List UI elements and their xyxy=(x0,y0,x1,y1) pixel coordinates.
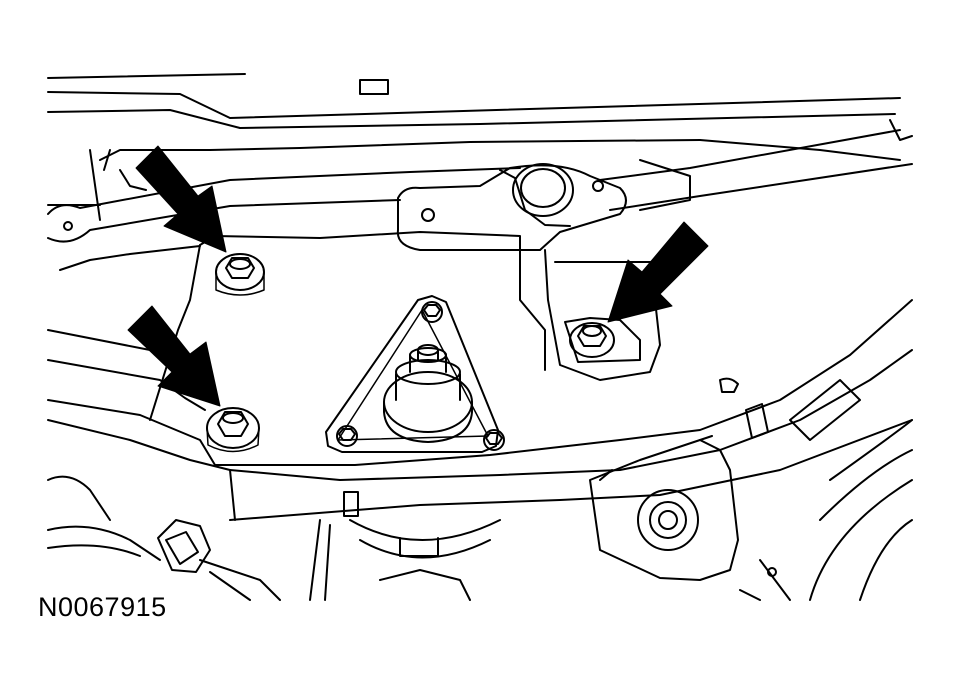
retaining-bolt-lower-left xyxy=(206,407,260,453)
retaining-bolt-right xyxy=(569,322,615,358)
arrow-down-right-icon xyxy=(127,305,221,407)
cowl-panel-lines xyxy=(47,73,913,161)
flange-bolts xyxy=(336,301,505,451)
callout-arrows xyxy=(127,145,709,407)
pivot-bracket xyxy=(396,163,627,251)
arrow-down-right-icon xyxy=(135,145,227,253)
figure-id-label: N0067915 xyxy=(38,592,167,622)
right-side-components xyxy=(719,377,913,601)
retaining-bolt-upper-left xyxy=(215,253,265,296)
motor-lower-housing xyxy=(309,491,501,601)
motor-flange xyxy=(325,295,499,453)
wiper-linkage-arm xyxy=(47,129,913,243)
bushing-mount xyxy=(589,435,739,581)
arrow-down-left-icon xyxy=(607,221,709,323)
left-side-components xyxy=(47,149,201,521)
electrical-connector xyxy=(47,519,281,601)
